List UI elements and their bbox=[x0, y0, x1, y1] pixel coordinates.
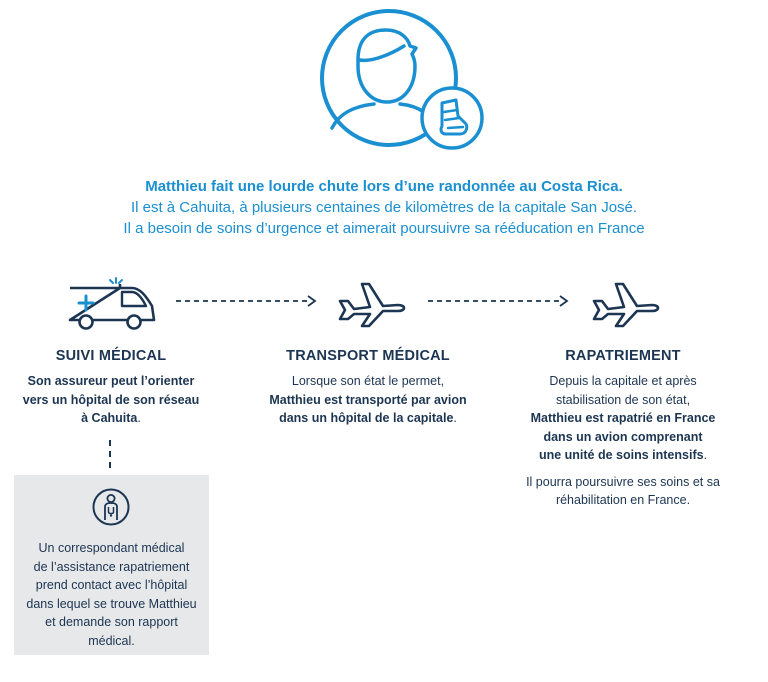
step-line: . bbox=[137, 411, 141, 425]
doctor-icon bbox=[92, 488, 130, 526]
step-line: Son assureur peut l’orienter bbox=[27, 374, 195, 388]
step-suivi-medical: SUIVI MÉDICAL Son assureur peut l’orient… bbox=[0, 348, 222, 428]
airplane-icon bbox=[592, 282, 660, 328]
step-line: dans un avion comprenant bbox=[543, 429, 703, 444]
step-rapatriement: RAPATRIEMENT Depuis la capitale et après… bbox=[508, 348, 738, 510]
step-line: . bbox=[703, 448, 708, 462]
step-line: à Cahuita bbox=[81, 411, 138, 425]
step-line: stabilisation de son état, bbox=[555, 392, 691, 407]
card-line: prend contact avec l’hôpital bbox=[35, 578, 188, 592]
ambulance-icon bbox=[68, 277, 156, 330]
step-line: réhabilitation en France. bbox=[555, 493, 691, 507]
step-extra: Il pourra poursuivre ses soins et sa réh… bbox=[508, 473, 738, 510]
card-description: Un correspondant médical de l’assistance… bbox=[14, 539, 209, 650]
step-description: Depuis la capitale et après stabilisatio… bbox=[508, 372, 738, 465]
intro-line-2: Il est à Cahuita, à plusieurs centaines … bbox=[130, 199, 638, 216]
step-description: Lorsque son état le permet, Matthieu est… bbox=[252, 372, 484, 428]
step-title: SUIVI MÉDICAL bbox=[55, 348, 167, 364]
card-line: médical. bbox=[88, 633, 135, 648]
intro-headline: Matthieu fait une lourde chute lors d’un… bbox=[145, 178, 623, 195]
step-line: Depuis la capitale et après bbox=[549, 374, 697, 388]
intro-text: Matthieu fait une lourde chute lors d’un… bbox=[0, 176, 768, 239]
step-title: TRANSPORT MÉDICAL bbox=[286, 348, 450, 364]
step-line: une unité de soins intensifs bbox=[538, 448, 704, 462]
step-line: vers un hôpital de son réseau bbox=[22, 392, 200, 407]
step-title: RAPATRIEMENT bbox=[565, 348, 681, 364]
card-line: dans lequel se trouve Matthieu bbox=[26, 596, 197, 611]
correspondent-card: Un correspondant médical de l’assistance… bbox=[14, 475, 209, 655]
arrow-step2-to-step3 bbox=[428, 295, 569, 307]
step-transport-medical: TRANSPORT MÉDICAL Lorsque son état le pe… bbox=[252, 348, 484, 428]
step-line: dans un hôpital de la capitale bbox=[279, 411, 454, 425]
step-line: Lorsque son état le permet, bbox=[291, 374, 445, 388]
airplane-icon bbox=[338, 282, 406, 328]
step-line: Il pourra poursuivre ses soins et sa bbox=[526, 474, 720, 489]
step-description: Son assureur peut l’orienter vers un hôp… bbox=[0, 372, 222, 428]
intro-line-3: Il a besoin de soins d’urgence et aimera… bbox=[123, 220, 645, 237]
step-line: Matthieu est rapatrié en France bbox=[530, 411, 716, 425]
step-line: . bbox=[453, 411, 457, 425]
arrow-step1-to-step2 bbox=[176, 295, 317, 307]
patient-with-cast-icon bbox=[320, 9, 484, 150]
card-line: et demande son rapport bbox=[45, 615, 178, 629]
card-line: Un correspondant médical bbox=[38, 541, 185, 555]
card-line: de l’assistance rapatriement bbox=[33, 559, 190, 574]
step-line: Matthieu est transporté par avion bbox=[269, 392, 467, 407]
connector-to-card bbox=[109, 440, 111, 470]
